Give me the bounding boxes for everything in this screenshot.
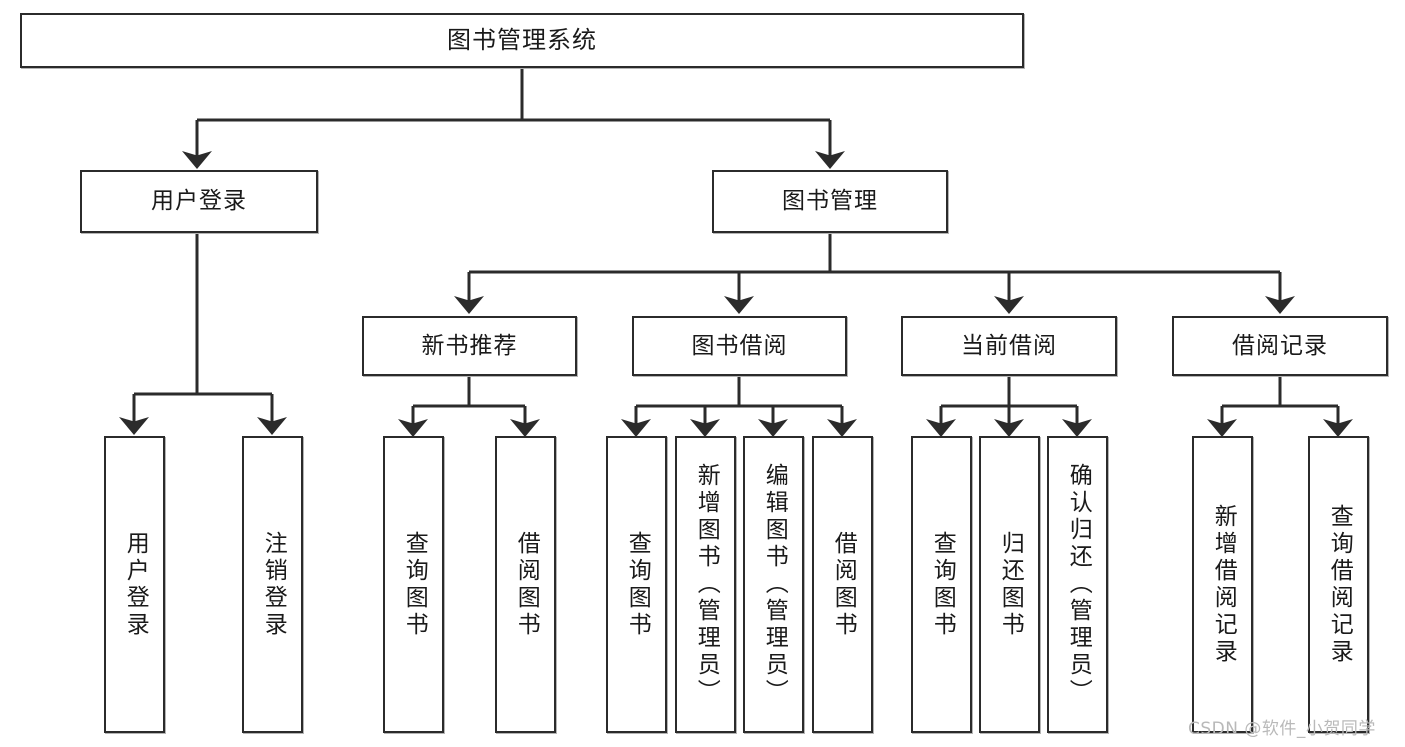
leaf-query-book-2-label: 查询图书 [624, 530, 651, 639]
node-new-book-recommend-label: 新书推荐 [421, 332, 518, 359]
leaf-logout-login-label: 注销登录 [260, 530, 287, 639]
leaf-confirm-return[interactable]: 确认归还（管理员） [1047, 436, 1108, 733]
node-root-label: 图书管理系统 [447, 25, 597, 54]
node-new-book-recommend[interactable]: 新书推荐 [362, 316, 577, 376]
node-book-borrow[interactable]: 图书借阅 [632, 316, 847, 376]
leaf-query-record[interactable]: 查询借阅记录 [1308, 436, 1369, 733]
leaf-borrow-book-1[interactable]: 借阅图书 [495, 436, 556, 733]
watermark-text: CSDN @软件_小贺同学 [1188, 719, 1376, 739]
leaf-logout-login[interactable]: 注销登录 [242, 436, 303, 733]
leaf-query-record-label: 查询借阅记录 [1326, 503, 1353, 666]
leaf-edit-book[interactable]: 编辑图书（管理员） [743, 436, 804, 733]
leaf-borrow-book-1-label: 借阅图书 [513, 530, 540, 639]
leaf-return-book-label: 归还图书 [997, 530, 1024, 639]
leaf-query-book-2[interactable]: 查询图书 [606, 436, 667, 733]
node-user-login-label: 用户登录 [151, 188, 247, 215]
leaf-confirm-return-label: 确认归还（管理员） [1065, 463, 1092, 706]
node-user-login[interactable]: 用户登录 [80, 170, 318, 233]
node-current-borrow-label: 当前借阅 [961, 332, 1057, 359]
leaf-user-login-label: 用户登录 [122, 530, 149, 639]
leaf-return-book[interactable]: 归还图书 [979, 436, 1040, 733]
node-book-management-label: 图书管理 [782, 188, 878, 215]
leaf-add-book[interactable]: 新增图书（管理员） [675, 436, 736, 733]
leaf-add-record-label: 新增借阅记录 [1210, 503, 1237, 666]
node-book-management[interactable]: 图书管理 [712, 170, 948, 233]
leaf-edit-book-label: 编辑图书（管理员） [761, 463, 788, 706]
leaf-query-book-3[interactable]: 查询图书 [911, 436, 972, 733]
node-root-system[interactable]: 图书管理系统 [20, 13, 1024, 68]
leaf-add-record[interactable]: 新增借阅记录 [1192, 436, 1253, 733]
node-borrow-record-label: 借阅记录 [1232, 332, 1328, 359]
node-book-borrow-label: 图书借阅 [691, 332, 788, 359]
node-current-borrow[interactable]: 当前借阅 [901, 316, 1117, 376]
leaf-add-book-label: 新增图书（管理员） [693, 463, 720, 706]
leaf-user-login[interactable]: 用户登录 [104, 436, 165, 733]
leaf-borrow-book-2[interactable]: 借阅图书 [812, 436, 873, 733]
leaf-query-book-3-label: 查询图书 [929, 530, 956, 639]
leaf-borrow-book-2-label: 借阅图书 [830, 530, 857, 639]
leaf-query-book-1-label: 查询图书 [401, 530, 428, 639]
leaf-query-book-1[interactable]: 查询图书 [383, 436, 444, 733]
node-borrow-record[interactable]: 借阅记录 [1172, 316, 1388, 376]
